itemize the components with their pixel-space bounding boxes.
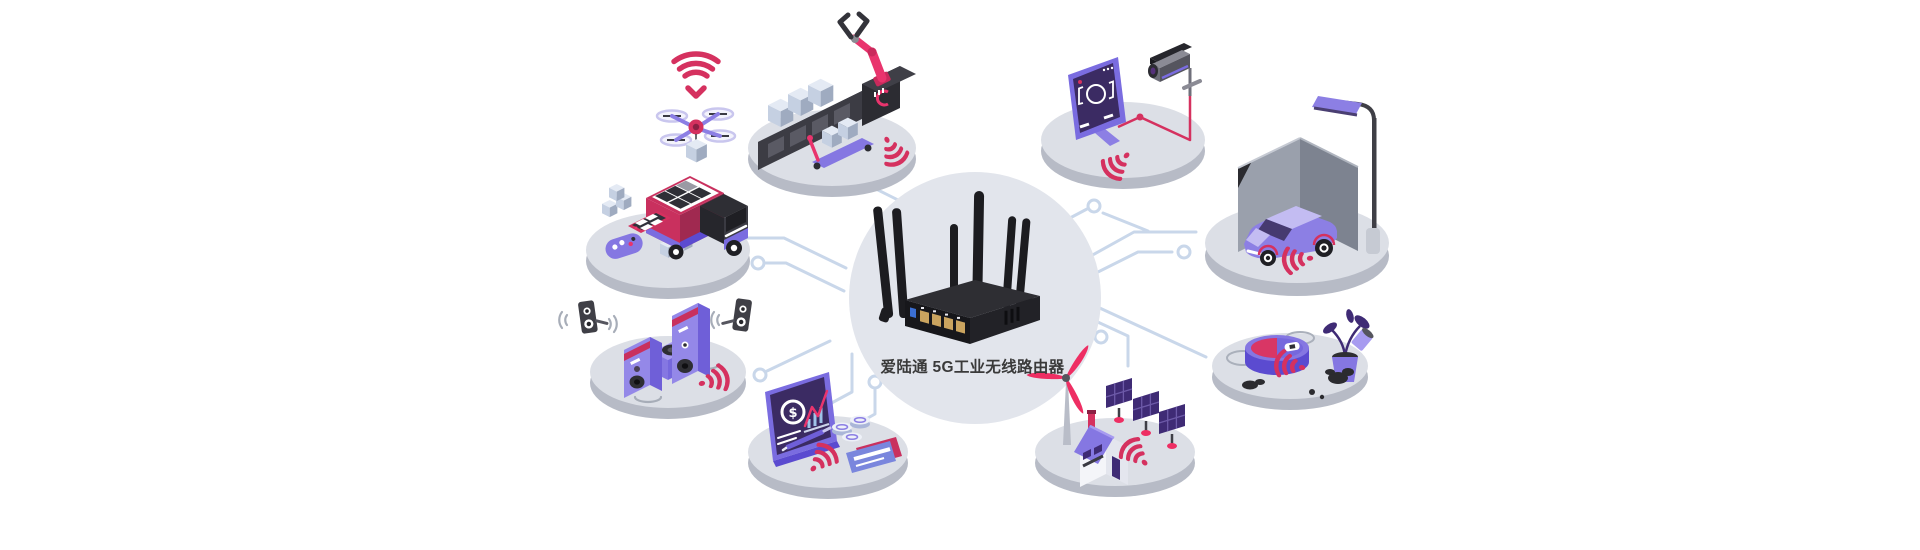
cable-node [1136, 113, 1144, 121]
car-icon [1244, 206, 1337, 266]
monitor-icon [1068, 57, 1126, 146]
package-icon [686, 134, 707, 163]
cctv-camera-icon [1148, 43, 1202, 96]
robot-arm-icon [837, 11, 891, 87]
trace-node [1176, 244, 1192, 260]
trace-node [750, 255, 766, 271]
street-lamp-icon [1312, 96, 1380, 254]
platform-smart-factory [748, 11, 916, 197]
circuit-trace [1084, 250, 1174, 280]
platform-drone-delivery [655, 51, 737, 163]
circuit-trace [824, 352, 854, 408]
ethernet-ports [910, 307, 965, 334]
vent-grille [1004, 306, 1020, 325]
svg-text:$: $ [788, 406, 797, 421]
coins-icon [832, 415, 870, 442]
trace-node [867, 374, 883, 390]
signal-cable-icon [1117, 96, 1192, 142]
trace-node [752, 367, 768, 383]
cargo-truck-icon [646, 176, 748, 260]
platform-video-surveillance [1041, 43, 1205, 189]
drone-icon [655, 107, 737, 147]
gamepad-icon [605, 233, 643, 259]
trace-node [1093, 329, 1109, 345]
wifi-signal-icon [671, 51, 721, 99]
speaker-towers-icon [624, 303, 710, 398]
wall-speakers-icon [558, 298, 752, 334]
wind-turbine-icon [1026, 345, 1089, 445]
platform-wireless-audio [558, 298, 752, 419]
platform-robot-vacuum [1212, 309, 1374, 410]
circuit-trace [1078, 230, 1198, 264]
platform-smart-energy [1026, 345, 1195, 497]
debris-icon [1242, 368, 1354, 400]
circuit-trace [764, 261, 846, 293]
house-icon [1074, 410, 1128, 487]
circuit-trace [744, 236, 848, 270]
pen-icon [781, 426, 832, 452]
circuit-trace [765, 339, 832, 373]
tipped-cup-icon [1351, 328, 1374, 351]
hub-router [849, 172, 1101, 424]
platform-smart-finance: $ [748, 372, 908, 499]
bank-cards-icon [846, 437, 902, 473]
solar-panels-icon [1105, 378, 1186, 449]
platform-smart-logistics-truck [586, 176, 750, 299]
platform-smart-parking [1205, 96, 1389, 296]
control-tablet-icon [628, 211, 671, 233]
router-label: 爱陆通 5G工业无线路由器 [880, 359, 1065, 376]
router-body [905, 280, 1040, 344]
sound-waves-icon [633, 395, 663, 404]
trace-node [1086, 198, 1102, 214]
circuit-trace [1101, 211, 1150, 233]
pallet-jack-icon [807, 117, 874, 170]
